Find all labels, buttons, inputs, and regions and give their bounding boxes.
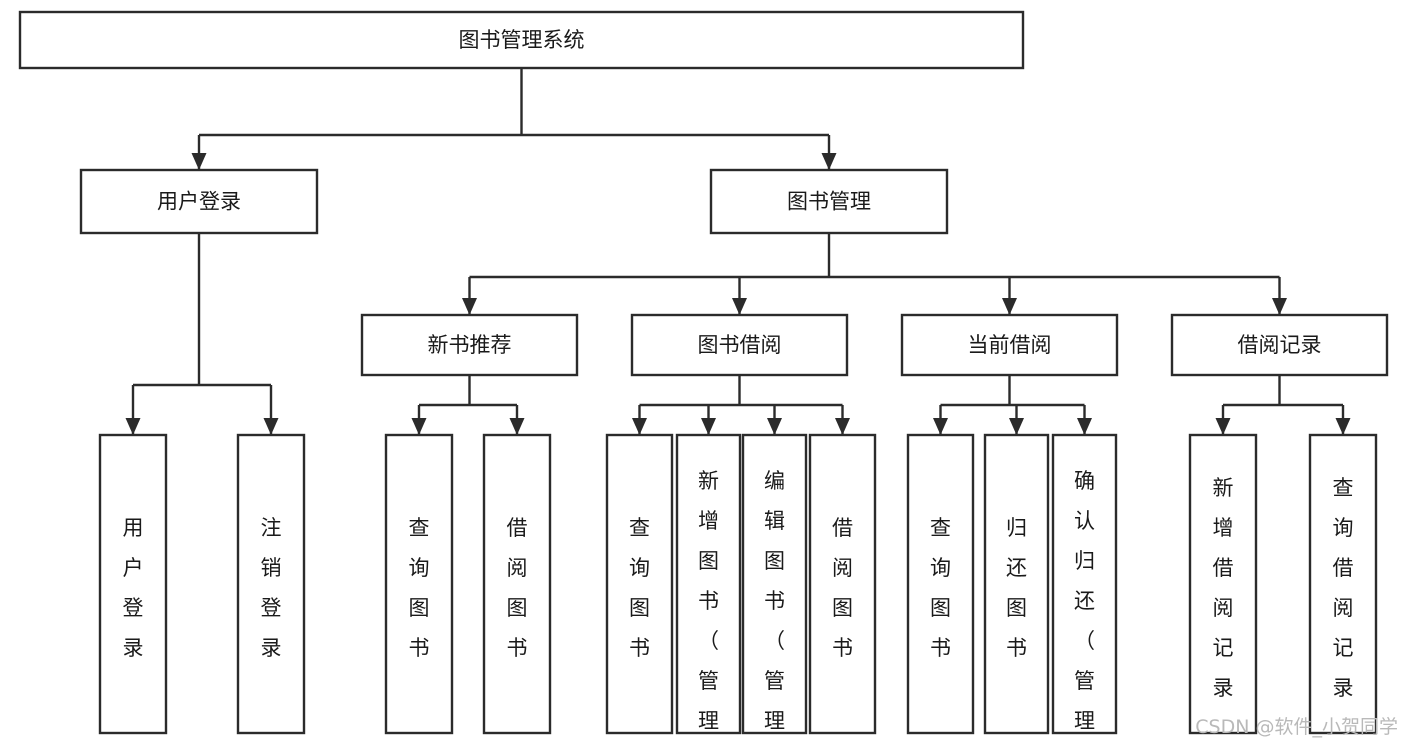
node-label-leaf-edit-book-admin: 编辑图书（管理员） [764,469,785,747]
node-label-leaf-query-borrow-record: 查询借阅记录 [1333,476,1354,700]
node-borrow-record[interactable]: 借阅记录 [1170,313,1389,377]
node-box-user-login [79,168,319,235]
node-leaf-borrow-books-recommend[interactable]: 借阅图书 [482,433,552,735]
node-book-management[interactable]: 图书管理 [709,168,949,235]
node-box-leaf-add-borrow-record [1188,433,1258,735]
node-current-borrow[interactable]: 当前借阅 [900,313,1119,377]
arrow-head-icon [767,418,782,435]
node-box-book-management [709,168,949,235]
arrow-head-icon [509,418,525,435]
node-box-leaf-query-borrow-record [1308,433,1378,735]
node-box-leaf-add-book-admin [675,433,742,735]
node-box-leaf-query-books-current [906,433,975,735]
arrow-head-icon [632,418,647,435]
node-leaf-query-borrow-record[interactable]: 查询借阅记录 [1308,433,1378,735]
arrow-head-icon [1335,418,1351,435]
arrow-head-icon [1077,418,1092,435]
node-box-current-borrow [900,313,1119,377]
node-label-leaf-add-borrow-record: 新增借阅记录 [1213,476,1234,700]
node-label-leaf-add-book-admin: 新增图书（管理员） [698,469,719,747]
node-user-login[interactable]: 用户登录 [79,168,319,235]
node-box-root [18,10,1025,70]
node-leaf-query-books-recommend[interactable]: 查询图书 [384,433,454,735]
node-leaf-add-borrow-record[interactable]: 新增借阅记录 [1188,433,1258,735]
arrow-head-icon [1215,418,1231,435]
node-label-leaf-logout-login: 注销登录 [261,516,282,660]
node-label-borrow-record: 借阅记录 [1238,333,1322,357]
arrow-head-icon [411,418,427,435]
node-box-book-borrow [630,313,849,377]
arrow-head-icon [462,298,477,315]
node-label-current-borrow: 当前借阅 [968,333,1052,357]
node-label-leaf-user-login: 用户登录 [123,516,144,660]
node-leaf-edit-book-admin[interactable]: 编辑图书（管理员） [741,433,808,747]
node-label-root: 图书管理系统 [459,28,585,52]
node-layer: 图书管理系统用户登录图书管理新书推荐图书借阅当前借阅借阅记录用户登录注销登录查询… [18,10,1389,747]
node-label-book-borrow: 图书借阅 [698,333,782,357]
node-box-leaf-query-books-recommend [384,433,454,735]
arrow-head-icon [1002,298,1017,315]
node-leaf-return-book[interactable]: 归还图书 [983,433,1050,735]
node-box-leaf-user-login [98,433,168,735]
node-label-leaf-query-books-recommend: 查询图书 [409,516,430,660]
node-label-new-book-recommend: 新书推荐 [428,333,512,357]
arrow-head-icon [1009,418,1024,435]
arrow-head-icon [821,153,837,170]
node-root[interactable]: 图书管理系统 [18,10,1025,70]
node-book-borrow[interactable]: 图书借阅 [630,313,849,377]
arrow-head-icon [263,418,279,435]
node-box-leaf-logout-login [236,433,306,735]
arrow-head-icon [732,298,747,315]
node-label-leaf-borrow-book: 借阅图书 [832,516,853,660]
node-box-leaf-return-book [983,433,1050,735]
node-label-leaf-query-books-borrow: 查询图书 [629,516,650,660]
arrow-head-icon [1272,298,1287,315]
arrow-head-icon [933,418,948,435]
node-box-borrow-record [1170,313,1389,377]
node-label-leaf-confirm-return-admin: 确认归还（管理员） [1074,469,1095,747]
node-leaf-logout-login[interactable]: 注销登录 [236,433,306,735]
node-box-leaf-edit-book-admin [741,433,808,735]
node-label-user-login: 用户登录 [157,190,241,214]
node-leaf-query-books-current[interactable]: 查询图书 [906,433,975,735]
connector-layer [125,68,1351,435]
node-label-leaf-query-books-current: 查询图书 [930,516,951,660]
arrow-head-icon [835,418,850,435]
node-label-leaf-borrow-books-recommend: 借阅图书 [507,516,528,660]
node-new-book-recommend[interactable]: 新书推荐 [360,313,579,377]
node-box-leaf-borrow-books-recommend [482,433,552,735]
node-box-leaf-borrow-book [808,433,877,735]
node-box-leaf-query-books-borrow [605,433,674,735]
node-label-leaf-return-book: 归还图书 [1006,516,1027,660]
arrow-head-icon [125,418,141,435]
node-leaf-query-books-borrow[interactable]: 查询图书 [605,433,674,735]
arrow-head-icon [701,418,716,435]
node-leaf-add-book-admin[interactable]: 新增图书（管理员） [675,433,742,747]
node-leaf-confirm-return-admin[interactable]: 确认归还（管理员） [1051,433,1118,747]
csdn-watermark: CSDN @软件_小贺同学 [1195,716,1398,738]
arrow-head-icon [191,153,207,170]
node-leaf-user-login[interactable]: 用户登录 [98,433,168,735]
node-box-new-book-recommend [360,313,579,377]
node-leaf-borrow-book[interactable]: 借阅图书 [808,433,877,735]
node-box-leaf-confirm-return-admin [1051,433,1118,735]
node-label-book-management: 图书管理 [787,190,871,214]
